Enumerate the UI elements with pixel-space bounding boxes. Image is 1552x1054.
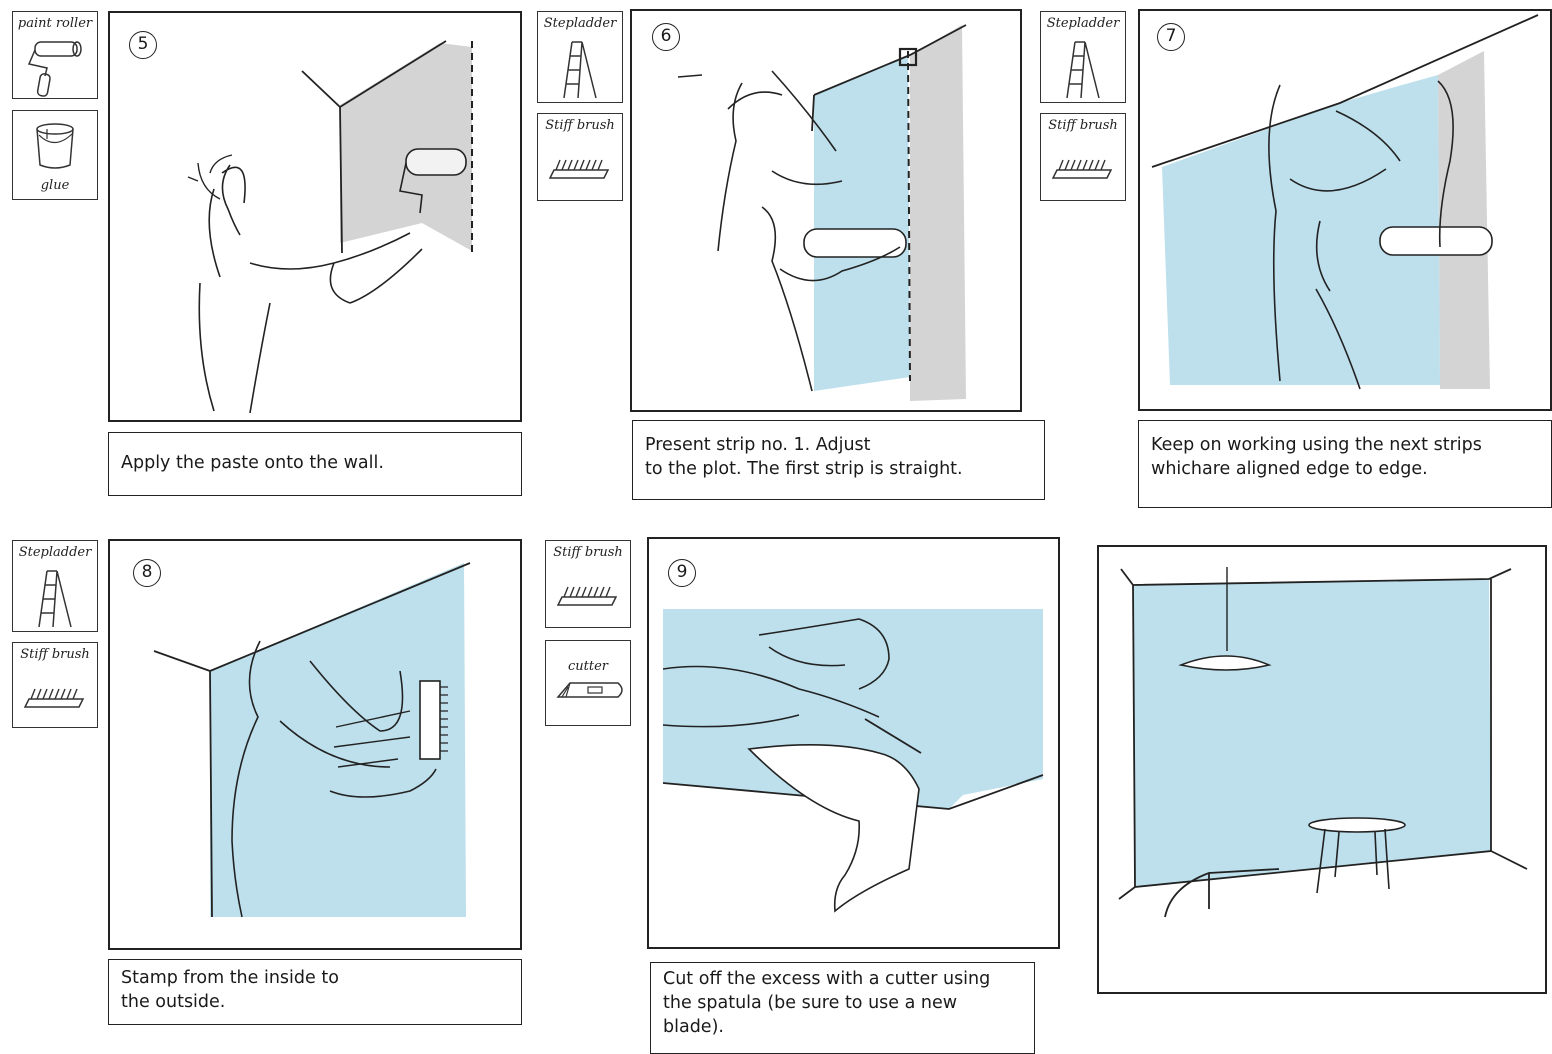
step-9-illustration: 9 bbox=[647, 537, 1060, 949]
caption-line: blade). bbox=[663, 1015, 1022, 1039]
tool-stiff-brush: Stiff brush bbox=[1040, 113, 1126, 201]
tool-stepladder: Stepladder bbox=[12, 540, 98, 632]
illustration-hang-first-strip bbox=[632, 11, 1020, 410]
tool-stepladder: Stepladder bbox=[1040, 11, 1126, 103]
tool-stiff-brush: Stiff brush bbox=[545, 540, 631, 628]
caption-line: Apply the paste onto the wall. bbox=[121, 451, 509, 475]
paint-roller-icon bbox=[13, 12, 99, 100]
caption-line: the outside. bbox=[121, 990, 509, 1014]
step-8-caption: Stamp from the inside to the outside. bbox=[108, 959, 522, 1025]
step-5-illustration: 5 bbox=[108, 11, 522, 422]
tool-paint-roller: paint roller bbox=[12, 11, 98, 99]
step-5-caption: Apply the paste onto the wall. bbox=[108, 432, 522, 496]
tool-glue: glue bbox=[12, 110, 98, 200]
stepladder-icon bbox=[1041, 12, 1127, 104]
cutter-knife-icon bbox=[546, 641, 632, 727]
stiff-brush-icon bbox=[1041, 114, 1127, 202]
step-9-caption: Cut off the excess with a cutter using t… bbox=[650, 962, 1035, 1054]
step-6-illustration: 6 bbox=[630, 9, 1022, 412]
stiff-brush-icon bbox=[538, 114, 624, 202]
step-6-caption: Present strip no. 1. Adjust to the plot.… bbox=[632, 420, 1045, 500]
step-number-badge: 5 bbox=[129, 31, 157, 59]
step-number-badge: 6 bbox=[652, 23, 680, 51]
tool-stepladder: Stepladder bbox=[537, 11, 623, 103]
step-number-badge: 8 bbox=[133, 559, 161, 587]
stiff-brush-icon bbox=[13, 643, 99, 729]
caption-line: whichare aligned edge to edge. bbox=[1151, 457, 1539, 481]
step-7-caption: Keep on working using the next strips wh… bbox=[1138, 420, 1552, 508]
caption-line: Present strip no. 1. Adjust bbox=[645, 433, 1032, 457]
caption-line: the spatula (be sure to use a new bbox=[663, 991, 1022, 1015]
step-7-illustration: 7 bbox=[1138, 9, 1552, 411]
tool-stiff-brush: Stiff brush bbox=[537, 113, 623, 201]
glue-bucket-icon bbox=[13, 111, 99, 201]
caption-line: Keep on working using the next strips bbox=[1151, 433, 1539, 457]
illustration-hang-next-strips bbox=[1140, 11, 1550, 409]
caption-line: Cut off the excess with a cutter using bbox=[663, 967, 1022, 991]
tool-cutter: cutter bbox=[545, 640, 631, 726]
stiff-brush-icon bbox=[546, 541, 632, 629]
step-8-illustration: 8 bbox=[108, 539, 522, 950]
illustration-stamp-wall bbox=[110, 541, 520, 948]
caption-line: Stamp from the inside to bbox=[121, 966, 509, 990]
step-number-badge: 7 bbox=[1157, 23, 1185, 51]
caption-line: to the plot. The first strip is straight… bbox=[645, 457, 1032, 481]
tool-stiff-brush: Stiff brush bbox=[12, 642, 98, 728]
finished-room-illustration bbox=[1097, 545, 1547, 994]
illustration-cut-excess bbox=[649, 539, 1058, 947]
illustration-finished-room bbox=[1099, 547, 1545, 992]
stepladder-icon bbox=[538, 12, 624, 104]
stepladder-icon bbox=[13, 541, 99, 633]
step-number-badge: 9 bbox=[668, 559, 696, 587]
illustration-apply-paste bbox=[110, 13, 520, 420]
